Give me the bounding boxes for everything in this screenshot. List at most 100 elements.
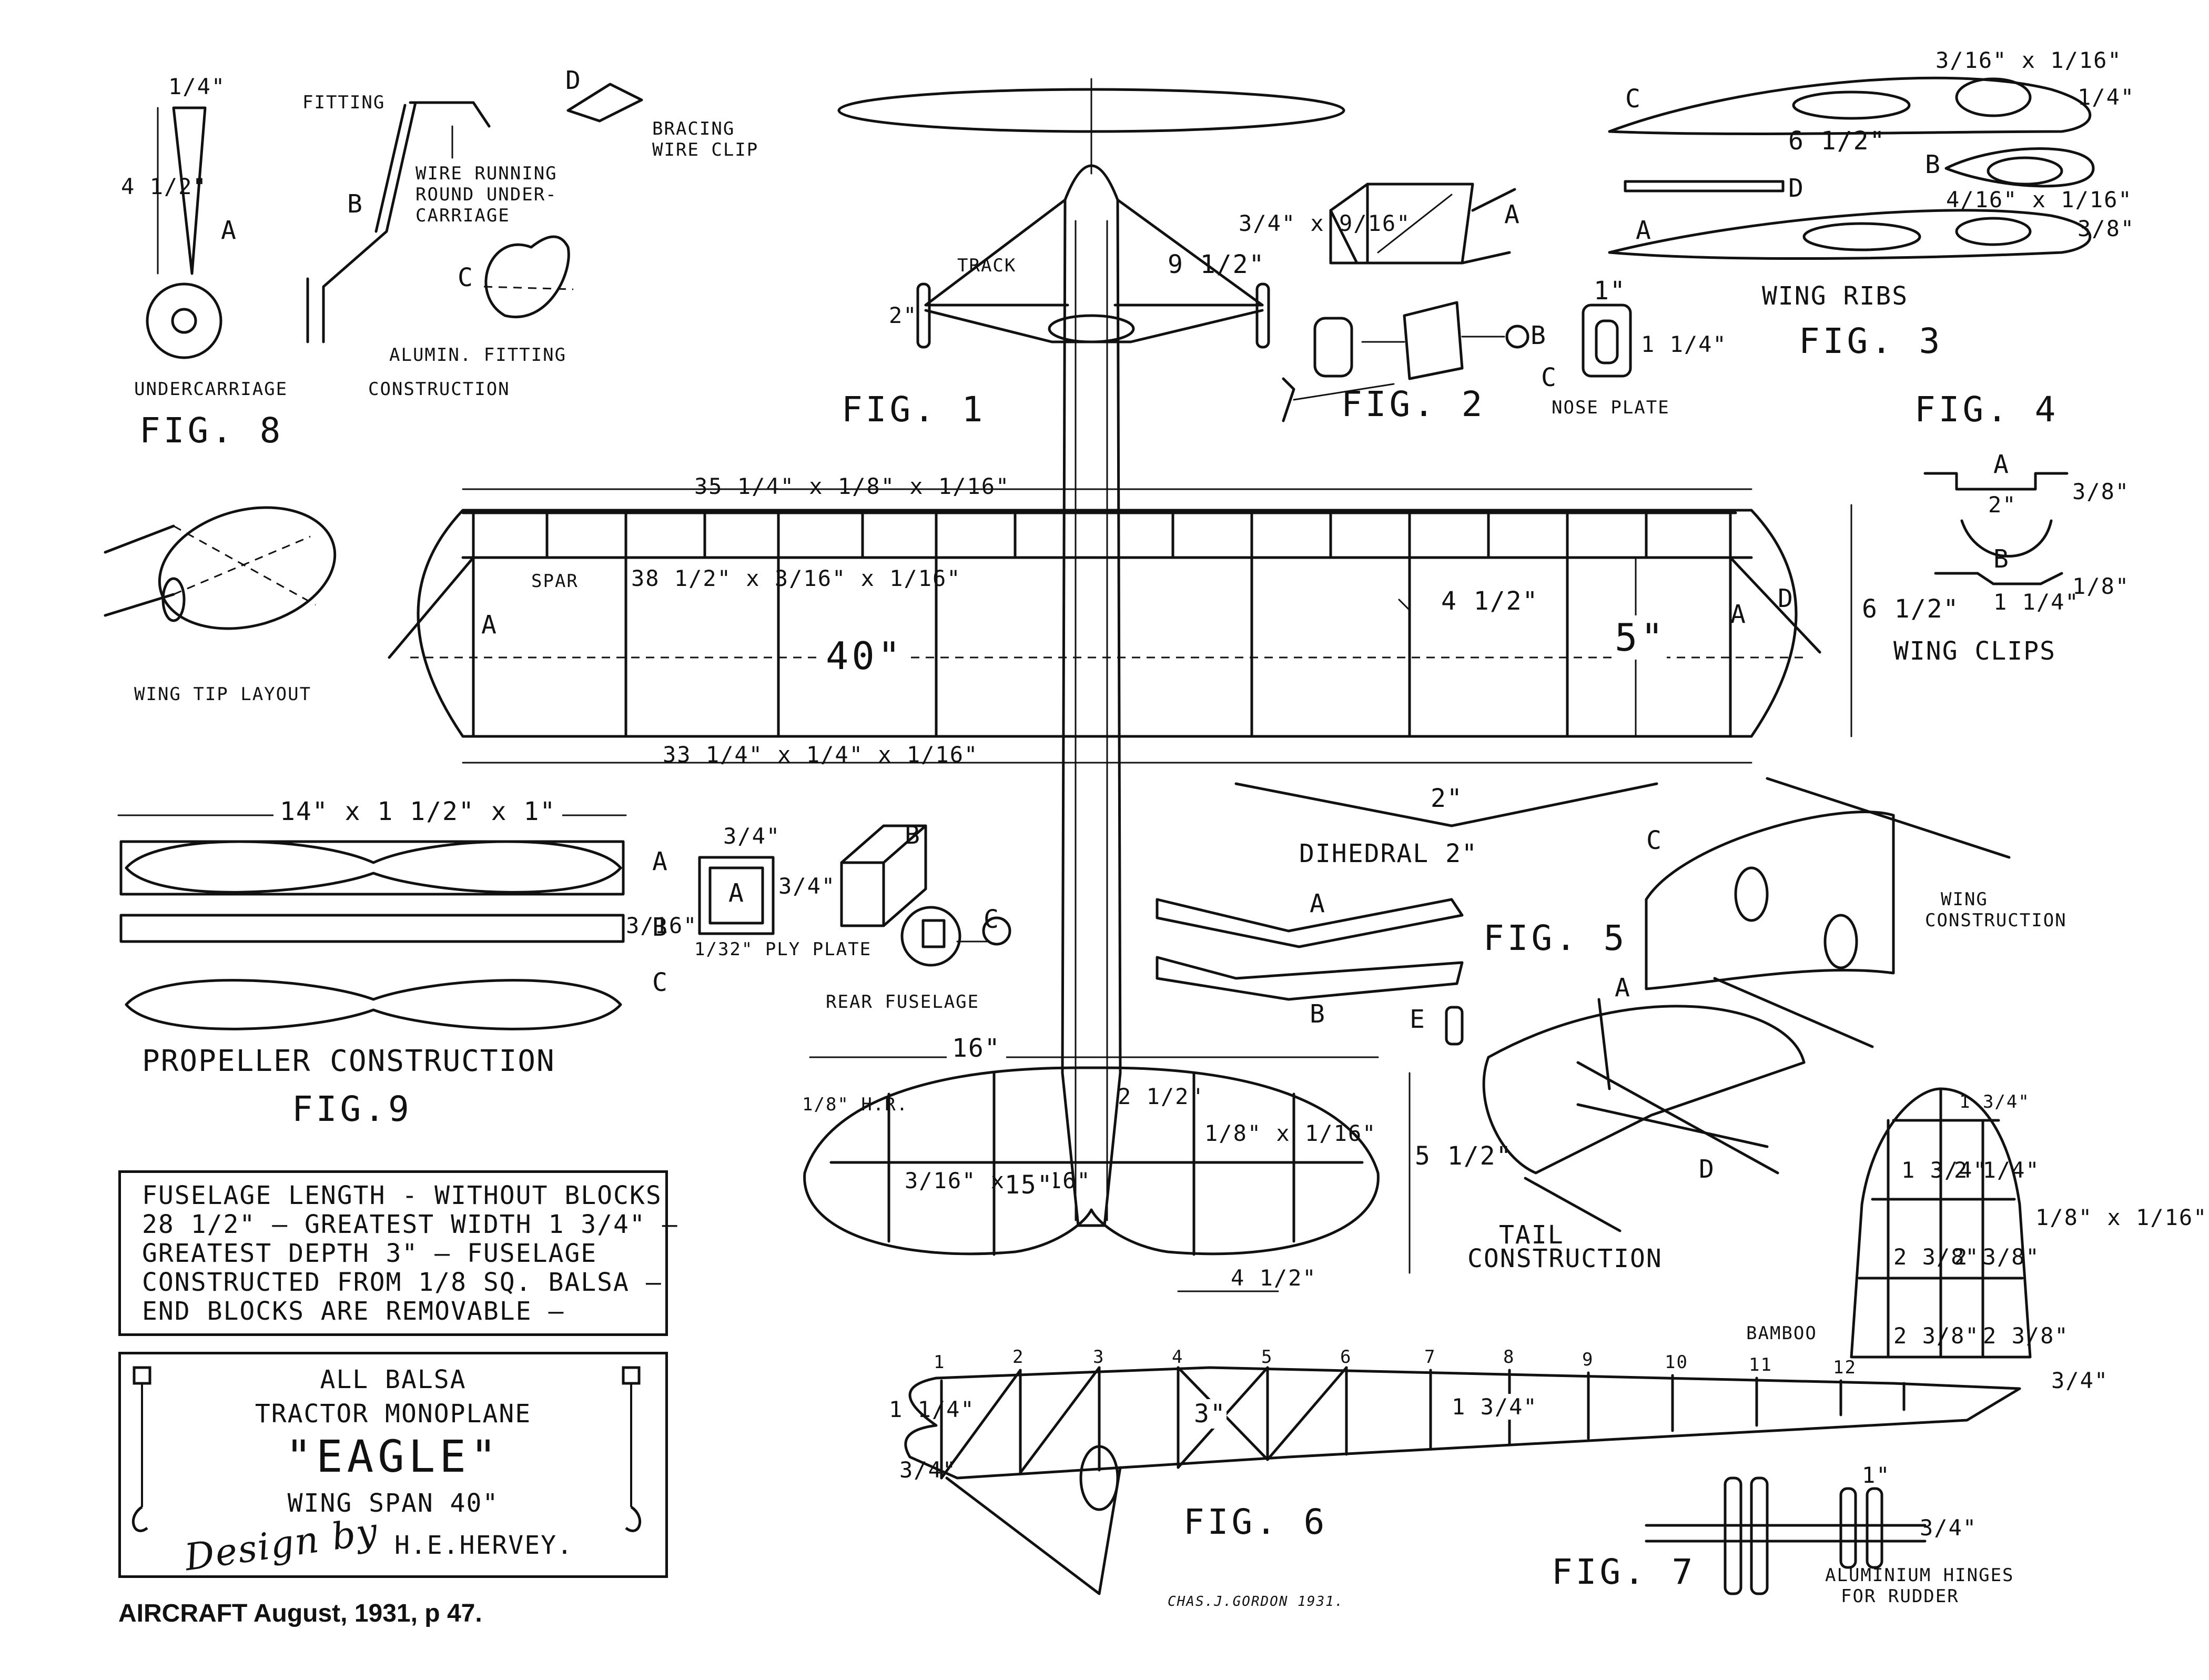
draughtsman-signature: CHAS.J.GORDON 1931.	[1168, 1594, 1344, 1610]
wing-clips-caption: WING CLIPS	[1893, 636, 2056, 666]
nose-depth-dim: 1 1/4"	[889, 1396, 975, 1422]
fig9-title: FIG.9	[292, 1089, 412, 1129]
track-dim: 9 1/2"	[1168, 250, 1265, 279]
note-line-3: GREATEST DEPTH 3" — FUSELAGE	[142, 1239, 597, 1268]
station-4: 4	[1172, 1347, 1184, 1368]
fig2-dim: 3/4" x 9/16"	[1239, 210, 1411, 236]
prop-label-a: A	[652, 847, 668, 876]
station-8: 8	[1503, 1347, 1515, 1368]
rear-fuselage-sketch	[698, 824, 1011, 967]
depth-dim: 3"	[1194, 1399, 1227, 1429]
rudder-cell-5: 2 3/8"	[1893, 1323, 1980, 1349]
spar-label: SPAR	[531, 571, 579, 592]
fig4-title: FIG. 4	[1914, 389, 2059, 430]
wheel-dim: 2"	[889, 302, 918, 328]
rib-bot-dim: 4/16" x 1/16"	[1946, 187, 2133, 212]
hinges-caption: ALUMINIUM HINGES	[1825, 1565, 2014, 1586]
station-11: 11	[1749, 1354, 1772, 1375]
tail-chord-dim: 5 1/2"	[1415, 1141, 1513, 1171]
nose-width: 1"	[1594, 276, 1626, 306]
uc-label-a: A	[221, 216, 237, 245]
fig1-title: FIG. 1	[842, 389, 986, 430]
fig2-label-b: B	[1531, 321, 1547, 350]
tail-le: 1/8" H.R.	[802, 1094, 909, 1115]
construction-label: CONSTRUCTION	[368, 379, 510, 400]
station-10: 10	[1665, 1352, 1688, 1373]
fig7-title: FIG. 7	[1552, 1552, 1696, 1592]
wire-note-2: ROUND UNDER-	[416, 184, 558, 205]
wing-span-dim: 40"	[820, 634, 909, 678]
fig3-wing-ribs	[1608, 76, 2095, 260]
design-by: Design by	[182, 1509, 381, 1580]
tail-rib-dim: 3/16" x 1/16"	[905, 1168, 1091, 1193]
station-5: 5	[1261, 1347, 1273, 1368]
station-2: 2	[1012, 1347, 1025, 1368]
fig5-label-b: B	[1310, 999, 1326, 1029]
rib-thick-2: 3/8"	[2078, 216, 2135, 241]
rib-label-b: B	[1925, 150, 1941, 179]
title-block: ALL BALSA TRACTOR MONOPLANE "EAGLE" WING…	[118, 1352, 668, 1580]
fig1-plan-view	[388, 78, 1852, 1292]
wing-label-a-left: A	[481, 610, 498, 640]
title-span: WING SPAN 40"	[287, 1489, 499, 1518]
fig8-title: FIG. 8	[139, 410, 284, 451]
wing-width-dim: 6 1/2"	[1862, 594, 1960, 624]
rib-top-dim: 3/16" x 1/16"	[1936, 47, 2122, 73]
rudder-top: 1 3/4"	[1959, 1091, 2030, 1112]
rudder-cell-4: 2 3/8"	[1954, 1244, 2040, 1270]
clip-label-b: B	[1993, 544, 2010, 574]
hinge-height: 3/4"	[1920, 1515, 1978, 1541]
title-line2: TRACTOR MONOPLANE	[255, 1399, 532, 1429]
fig2-title: FIG. 2	[1341, 384, 1486, 424]
uc-label-b: B	[347, 189, 363, 219]
wing-label-a-right: A	[1730, 600, 1747, 629]
fig5-label-a: A	[1310, 889, 1326, 918]
chord-label: 5"	[1615, 615, 1667, 660]
fig5-label-c: C	[1646, 826, 1663, 855]
fig5-label-e: E	[1410, 1005, 1426, 1034]
note-line-4: CONSTRUCTED FROM 1/8 SQ. BALSA —	[142, 1268, 662, 1297]
nose-plate-label: NOSE PLATE	[1552, 397, 1670, 418]
tail-inner-dim: 15"	[1005, 1170, 1053, 1200]
tail-root-dim: 4 1/2"	[1231, 1265, 1317, 1291]
fig2-label-c: C	[1541, 363, 1557, 392]
bracing-2: WIRE CLIP	[652, 139, 759, 160]
prop-label-b: B	[652, 913, 668, 942]
tail-label-d: D	[1699, 1155, 1715, 1184]
station-1: 1	[934, 1352, 946, 1373]
clip-dim-b: 1 1/4"	[1993, 589, 2080, 615]
wing-construction-1: WING	[1941, 889, 1988, 910]
bamboo-label: BAMBOO	[1746, 1323, 1817, 1344]
rudder-cell-3: 2 3/8"	[1893, 1244, 1980, 1270]
fitting-label: FITTING	[302, 92, 386, 113]
rudder-cell-6: 2 3/8"	[1983, 1323, 2069, 1349]
wing-bottom-dim: 33 1/4" x 1/4" x 1/16"	[663, 742, 979, 767]
nose-height: 1 1/4"	[1641, 331, 1727, 357]
fig6-title: FIG. 6	[1183, 1502, 1328, 1542]
undercarriage-caption: UNDERCARRIAGE	[134, 379, 288, 400]
tail-center-dim: 2 1/2"	[1118, 1084, 1204, 1109]
bracing-1: BRACING	[652, 118, 735, 139]
undercarriage-sketch	[146, 83, 643, 359]
rear-fuselage-caption: REAR FUSELAGE	[826, 991, 980, 1013]
fig2-label-a: A	[1504, 200, 1521, 229]
tail-span-dim: 16"	[947, 1034, 1006, 1063]
fig5-title: FIG. 5	[1483, 918, 1628, 958]
station-7: 7	[1424, 1347, 1436, 1368]
rear-label-c: C	[984, 905, 1000, 934]
source-caption: AIRCRAFT August, 1931, p 47.	[118, 1600, 482, 1627]
rib-thick-1: 1/4"	[2078, 84, 2135, 110]
fuselage-notes-box: FUSELAGE LENGTH - WITHOUT BLOCKS 28 1/2"…	[118, 1170, 677, 1336]
station-12: 12	[1833, 1357, 1857, 1378]
low-dim: 3/4"	[899, 1457, 957, 1483]
prop-dim: 14" x 1 1/2" x 1"	[273, 797, 563, 826]
uc-label-c: C	[458, 263, 474, 292]
hinge-width: 1"	[1862, 1462, 1891, 1488]
wing-top-dim: 35 1/4" x 1/8" x 1/16"	[694, 473, 1010, 499]
rear-dim-h: 3/4"	[778, 873, 836, 899]
fig9-propeller	[117, 814, 627, 1030]
tail-end-dim: 3/4"	[2051, 1368, 2109, 1393]
rib-label-d: D	[1788, 174, 1805, 203]
wing-tip-caption: WING TIP LAYOUT	[134, 684, 312, 705]
fig7-rudder	[1645, 1087, 2032, 1595]
